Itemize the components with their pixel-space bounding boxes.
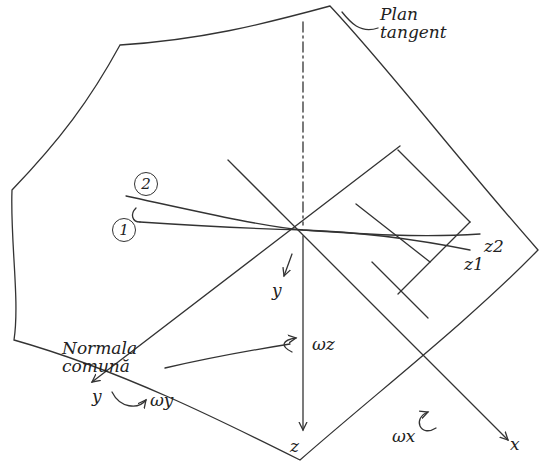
axis-label: x bbox=[510, 436, 520, 454]
rotation-label: ωz bbox=[312, 336, 335, 354]
note-label: Normala comună bbox=[62, 340, 166, 376]
callout-number: 1 bbox=[112, 218, 136, 242]
axis-label: y bbox=[272, 282, 282, 300]
point-label: z2 bbox=[484, 238, 504, 256]
point-label: z1 bbox=[464, 256, 484, 274]
axis-label: y bbox=[92, 388, 102, 406]
axis-label: z bbox=[290, 438, 299, 456]
plane-label: Plan tangent bbox=[380, 6, 480, 42]
rotation-label: ωy bbox=[150, 392, 173, 410]
callout-number: 2 bbox=[134, 172, 158, 196]
rotation-label: ωx bbox=[392, 428, 415, 446]
